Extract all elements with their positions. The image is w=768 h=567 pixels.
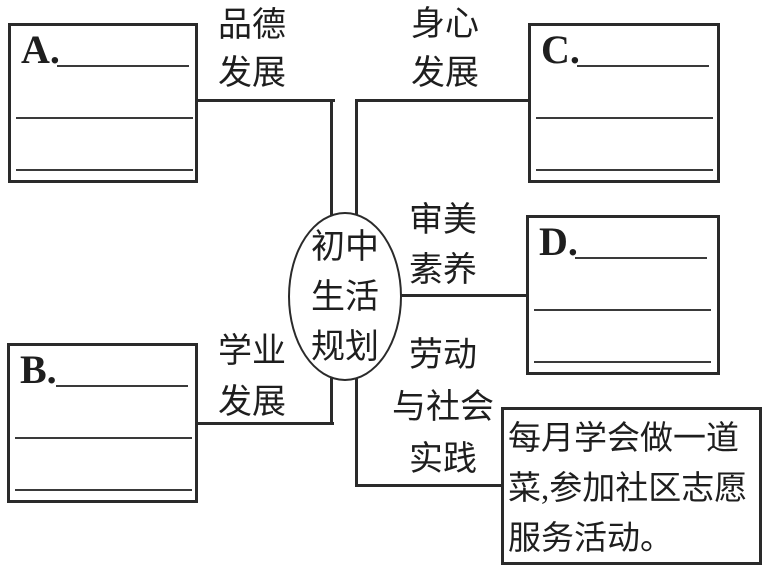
label-line: 身心 [411,6,479,43]
blank-line [536,169,713,171]
box-c-letter: C. [541,27,580,72]
connector-labor-horizontal [355,484,501,487]
center-node-line: 初中 [311,229,379,266]
blank-line [534,309,711,311]
blank-line [16,117,193,119]
blank-line [15,489,192,491]
label-labor-social-practice: 劳动 与社会 实践 [390,330,496,486]
box-d-letter: D. [539,219,578,264]
label-line: 学业 [218,333,286,370]
label-line: 发展 [218,384,286,421]
blank-line [16,169,193,171]
answer-box-a: A. [8,23,198,183]
blank-line [534,361,711,363]
answer-box-b: B. [7,343,198,503]
box-b-letter: B. [20,347,57,392]
label-line: 审美 [409,202,477,239]
answer-box-c: C. [528,23,720,183]
blank-line [15,437,192,439]
center-node-line: 生活 [311,279,379,316]
connector-physical-vertical [355,99,358,215]
answer-text-line: 菜,参加社区志愿 [508,471,748,507]
label-line: 发展 [411,55,479,92]
label-line: 实践 [409,441,477,478]
label-aesthetic-literacy: 审美 素养 [404,196,482,296]
label-line: 发展 [218,55,286,92]
connector-academic-vertical [330,377,333,425]
connector-academic-horizontal [198,422,334,425]
blank-line [577,65,709,67]
blank-line [57,65,189,67]
label-academic-development: 学业 发展 [212,326,292,428]
center-node-line: 规划 [311,329,379,366]
answer-text-line: 服务活动。 [508,521,673,557]
blank-line [56,385,188,387]
blank-line [536,117,713,119]
answer-box-d: D. [526,215,720,375]
labor-answer-textbox: 每月学会做一道 菜,参加社区志愿 服务活动。 [501,407,762,565]
center-node: 初中 生活 规划 [288,212,402,381]
label-line: 劳动 [409,337,477,374]
label-line: 品德 [218,7,286,44]
connector-physical-horizontal [355,99,528,102]
connector-moral-vertical [330,99,333,215]
blank-line [575,257,707,259]
answer-text-line: 每月学会做一道 [508,421,739,457]
connector-labor-vertical [355,377,358,487]
label-moral-development: 品德 发展 [212,2,292,98]
label-line: 素养 [409,252,477,289]
label-physical-mental-development: 身心 发展 [407,0,483,98]
connector-moral-horizontal [198,99,335,102]
box-a-letter: A. [21,27,60,72]
label-line: 与社会 [392,389,494,426]
connector-aesthetic-horizontal [399,294,526,297]
